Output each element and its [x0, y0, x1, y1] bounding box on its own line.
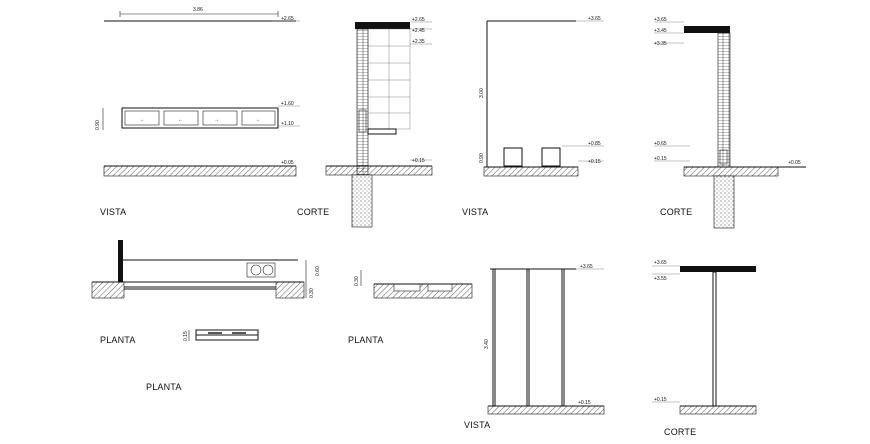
- counter: [367, 128, 397, 135]
- level-label: +3.65: [588, 16, 601, 22]
- level-label: +3.65: [580, 264, 593, 270]
- dimension: 0.30: [309, 288, 315, 298]
- drawing-title: PLANTA: [100, 335, 136, 345]
- dimension-height: 3.00: [479, 88, 485, 98]
- drawing-title: PLANTA: [146, 382, 182, 392]
- level-label: +1.10: [281, 121, 294, 127]
- ground-hatch: [679, 405, 757, 415]
- section-corte-2: +3.65 +3.45 +3.35 +0.65 +0.15 +0.05 CORT…: [654, 17, 806, 229]
- level-label: +0.05: [281, 160, 294, 166]
- drawing-title: CORTE: [660, 207, 692, 217]
- opening: [719, 149, 728, 165]
- wall-hatch: [373, 283, 473, 299]
- level-label: +0.15: [412, 158, 425, 164]
- plan-planta-2: 0.15 PLANTA: [146, 329, 259, 392]
- level-label: +0.05: [788, 160, 801, 166]
- ground-hatch: [103, 165, 297, 177]
- elevation-vista-3: +3.65 3.40 +0.15 VISTA: [464, 264, 605, 430]
- section-corte-3: +3.65 +3.55 +0.15 CORTE: [652, 260, 757, 437]
- dimension-width: 3.86: [193, 7, 203, 13]
- level-label: +3.65: [654, 17, 667, 23]
- arrow-right-icon: →: [214, 117, 219, 123]
- level-label: +0.15: [578, 400, 591, 406]
- drawing-title: CORTE: [664, 427, 696, 437]
- section-corte-1: +2.65 +2.45 +2.35 +0.15 CORTE: [297, 17, 433, 228]
- wall-cabinets: → ← → ←: [121, 107, 279, 129]
- level-label: +2.65: [412, 17, 425, 23]
- base-unit: [503, 147, 523, 167]
- level-label: +0.65: [654, 141, 667, 147]
- drawing-title: VISTA: [462, 207, 488, 217]
- elevation-vista-2: +3.65 3.00 0.90 +0.85 +0.15 VISTA: [462, 16, 604, 217]
- arrow-right-icon: →: [139, 117, 144, 123]
- foundation: [713, 175, 735, 229]
- wall: [118, 240, 123, 282]
- tile-grid: [367, 28, 411, 130]
- dimension: 0.60: [315, 266, 321, 276]
- base-unit: [541, 147, 561, 167]
- ground-hatch: [683, 166, 779, 177]
- level-label: +0.15: [654, 156, 667, 162]
- foundation: [351, 174, 373, 228]
- slab: [684, 26, 730, 33]
- wall-hatch: [91, 281, 125, 299]
- level-label: +0.15: [654, 397, 667, 403]
- post: [712, 271, 717, 407]
- drawing-title: VISTA: [464, 420, 490, 430]
- slab: [680, 266, 756, 272]
- arrow-left-icon: ←: [178, 117, 183, 123]
- plan-planta-3: 0.30 PLANTA: [348, 270, 473, 345]
- level-label: +2.65: [281, 16, 294, 22]
- ground-hatch: [487, 405, 605, 415]
- level-label: +0.15: [588, 159, 601, 165]
- sink: [246, 262, 276, 278]
- dimension-height: 3.40: [484, 339, 490, 349]
- post: [492, 268, 496, 407]
- opening: [358, 109, 367, 133]
- dimension-height: 0.90: [479, 153, 485, 163]
- drawing-title: VISTA: [100, 207, 126, 217]
- elevation-vista-1: 3.86 +2.65 → ← → ← +1.60 +1.10 0.90 +0.0…: [95, 7, 300, 217]
- post: [561, 268, 565, 407]
- dimension-height: 0.90: [95, 120, 101, 130]
- level-label: +3.35: [654, 41, 667, 47]
- drawing-title: PLANTA: [348, 335, 384, 345]
- drawing-title: CORTE: [297, 207, 329, 217]
- brick-wall: [356, 28, 369, 176]
- level-label: +3.55: [654, 276, 667, 282]
- dimension: 0.30: [354, 276, 360, 286]
- brick-wall: [717, 32, 731, 168]
- post: [526, 268, 530, 407]
- arrow-left-icon: ←: [256, 117, 261, 123]
- level-label: +1.60: [281, 101, 294, 107]
- ground-hatch: [483, 166, 579, 177]
- level-label: +0.85: [588, 141, 601, 147]
- slab: [355, 22, 410, 29]
- dimension: 0.15: [183, 331, 189, 341]
- level-label: +3.45: [654, 28, 667, 34]
- level-label: +3.65: [654, 260, 667, 266]
- level-label: +2.45: [412, 28, 425, 34]
- level-label: +2.35: [412, 39, 425, 45]
- ground-hatch: [325, 165, 433, 176]
- wall-hatch: [275, 281, 305, 299]
- plan-planta-1: 0.60 0.30 PLANTA: [91, 240, 321, 345]
